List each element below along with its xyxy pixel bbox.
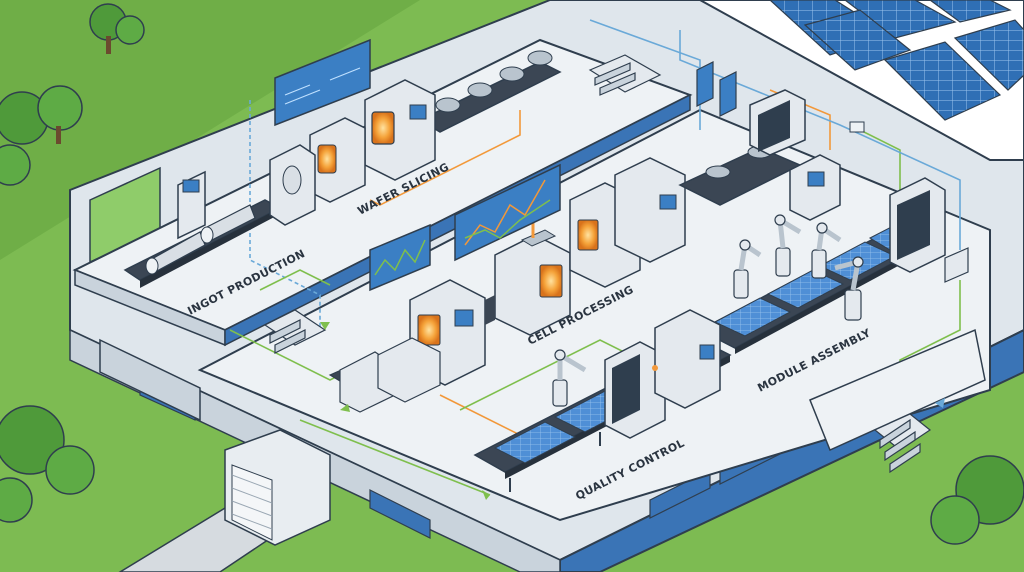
flow-arrows xyxy=(320,322,490,500)
side-platform xyxy=(809,328,986,452)
solar-panel-icon xyxy=(769,0,1024,121)
main-floor xyxy=(197,108,991,522)
robot-arm-icon xyxy=(733,214,864,321)
slicer-machine xyxy=(269,117,366,226)
wall-screen xyxy=(369,163,561,292)
tree-icon xyxy=(930,455,1024,545)
monitor-icon xyxy=(696,61,969,283)
robot-arm-icon xyxy=(552,349,587,407)
flow-arrows-blue xyxy=(935,398,945,408)
tree-icon xyxy=(89,3,145,54)
ingot-conveyor xyxy=(123,199,282,288)
tunnel-conveyor xyxy=(678,89,841,221)
stairs-icon xyxy=(873,409,932,474)
control-terminal xyxy=(177,170,206,240)
tree-icon xyxy=(0,85,83,186)
cell-machines xyxy=(328,157,686,413)
stairs-icon xyxy=(263,54,662,354)
furnace-icon xyxy=(364,79,436,181)
roof xyxy=(699,0,1024,161)
module-conveyor xyxy=(698,177,946,354)
garage-door-icon xyxy=(99,338,331,546)
tree-icon xyxy=(0,405,95,523)
wall-screen xyxy=(274,38,371,127)
inspection-gate xyxy=(604,309,721,439)
